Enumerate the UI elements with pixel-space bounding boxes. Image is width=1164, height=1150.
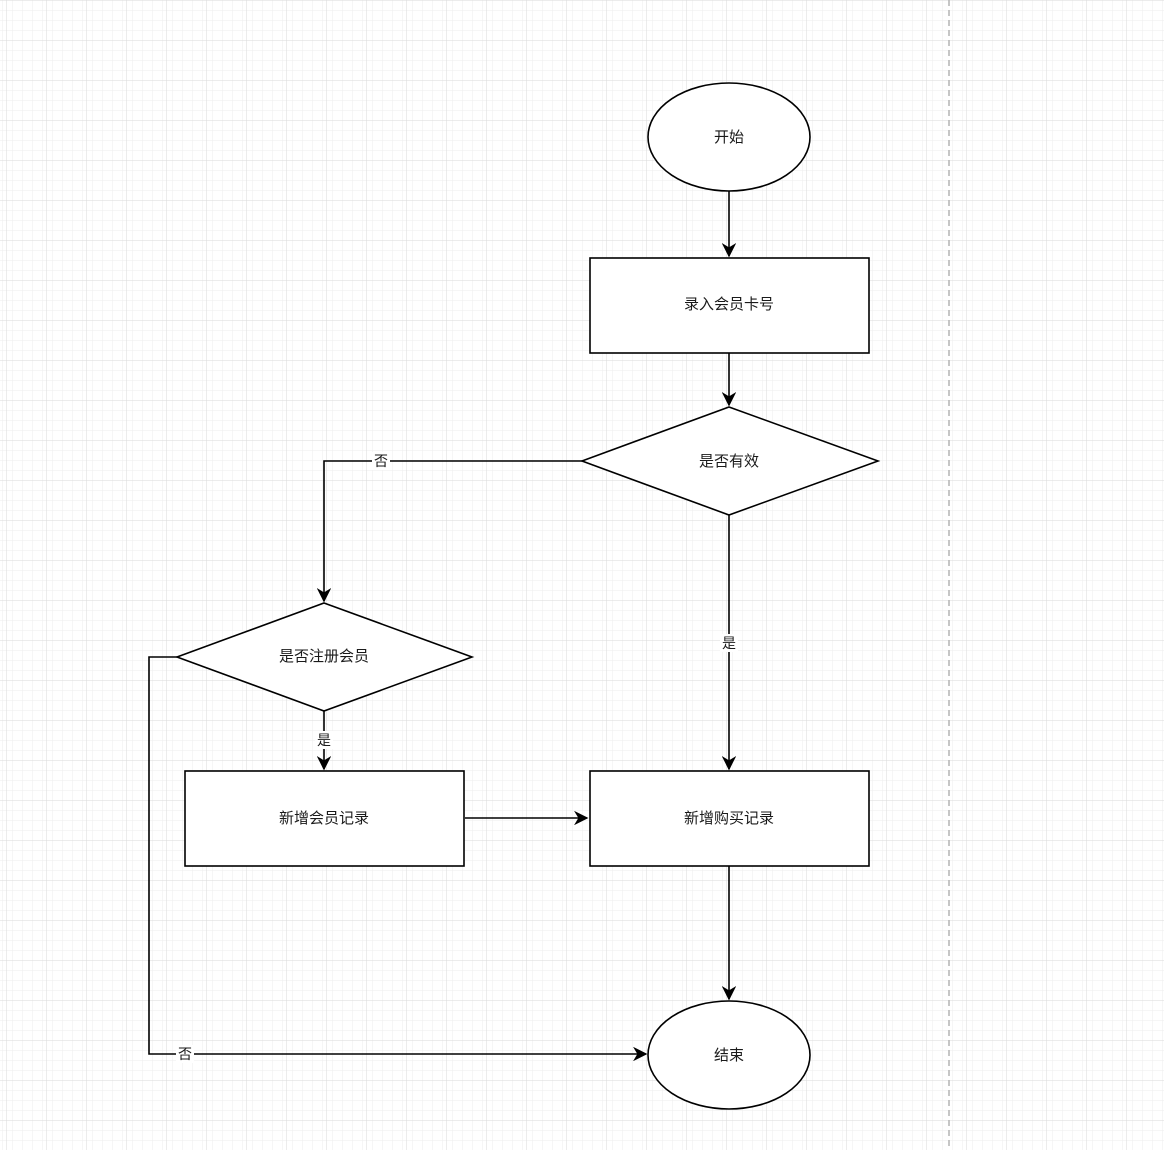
edge-is-valid-no[interactable] [316, 460, 582, 603]
node-add-member-label: 新增会员记录 [279, 809, 369, 827]
ellipse-shape [647, 1000, 811, 1110]
diamond-shape [174, 602, 475, 712]
nodes: 开始 录入会员卡号 是否有效 是否注册会员 新增会员记录 新增购买记录 [174, 82, 881, 1110]
node-end-label: 结束 [714, 1046, 744, 1064]
node-add-member[interactable]: 新增会员记录 [184, 770, 465, 867]
node-is-valid-label: 是否有效 [699, 452, 759, 470]
edge-is-registered-no[interactable] [148, 656, 648, 1062]
rectangle-shape [589, 257, 870, 354]
node-add-purchase-label: 新增购买记录 [684, 809, 774, 827]
node-start[interactable]: 开始 [647, 82, 811, 192]
diamond-shape [579, 406, 881, 516]
node-enter-card[interactable]: 录入会员卡号 [589, 257, 870, 354]
node-add-purchase[interactable]: 新增购买记录 [589, 770, 870, 867]
edge-label-registered-no: 否 [178, 1047, 192, 1063]
rectangle-shape [589, 770, 870, 867]
rectangle-shape [184, 770, 465, 867]
node-is-registered-label: 是否注册会员 [279, 647, 369, 665]
node-enter-card-label: 录入会员卡号 [684, 295, 774, 313]
node-is-valid[interactable]: 是否有效 [579, 406, 881, 516]
ellipse-shape [647, 82, 811, 192]
edge-label-registered-yes: 是 [317, 733, 331, 749]
edge-label-valid-yes: 是 [722, 636, 736, 652]
node-start-label: 开始 [714, 128, 744, 146]
node-end[interactable]: 结束 [647, 1000, 811, 1110]
edge-labels: 否 是 是 否 [176, 452, 738, 1063]
node-is-registered[interactable]: 是否注册会员 [174, 602, 475, 712]
edge-label-valid-no: 否 [374, 454, 388, 470]
